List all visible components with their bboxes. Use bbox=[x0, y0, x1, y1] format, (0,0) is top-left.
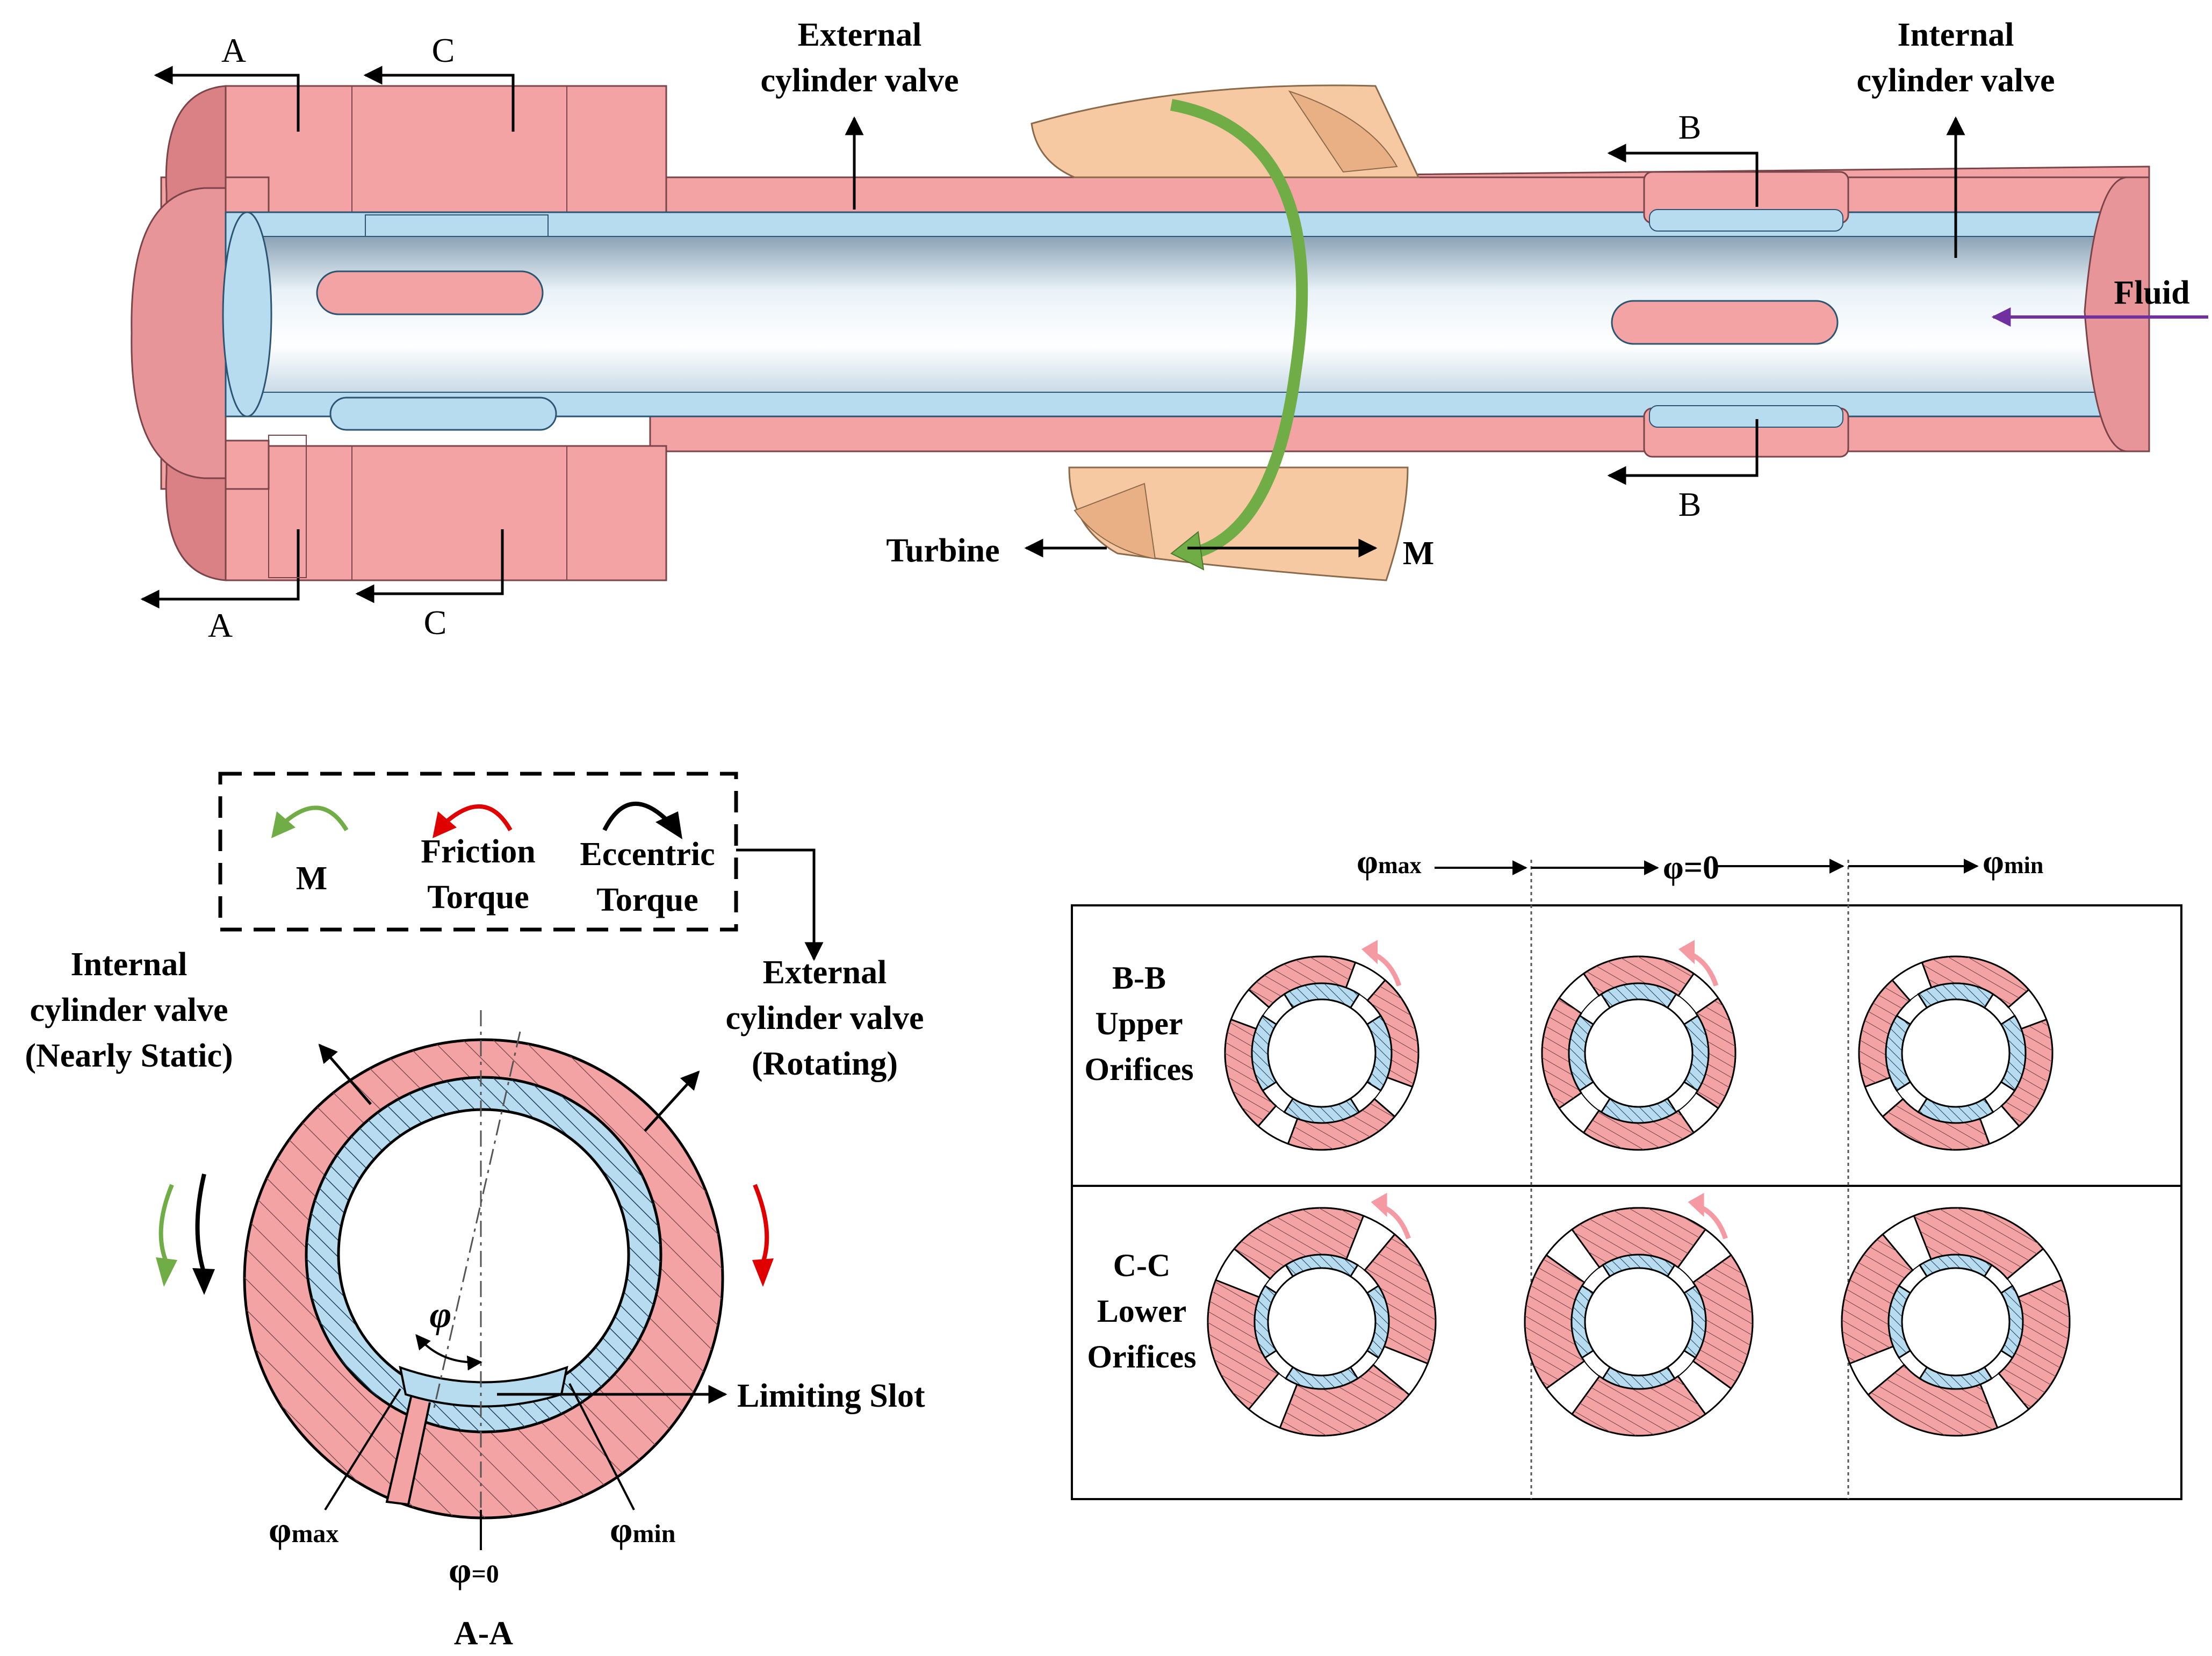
aa-internal-label-3: (Nearly Static) bbox=[25, 1038, 233, 1074]
row-bb-label-2: Upper bbox=[1095, 1006, 1183, 1041]
external-valve-label-1: External bbox=[798, 17, 922, 53]
inner-bore bbox=[337, 1108, 630, 1401]
internal-orifice-right bbox=[1611, 300, 1839, 345]
phi-max-label: φmax bbox=[269, 1509, 338, 1550]
internal-valve-bore bbox=[247, 236, 2128, 393]
external-valve-lower-wall bbox=[649, 415, 2150, 452]
orifice-rings bbox=[1207, 940, 2071, 1437]
legend-friction-arrow bbox=[433, 804, 513, 838]
row-cc-label-3: Orifices bbox=[1087, 1339, 1196, 1374]
grid-header-phi-min: φmin bbox=[1983, 843, 2043, 881]
row-bb-label-1: B-B bbox=[1112, 960, 1166, 996]
row-cc-label-1: C-C bbox=[1113, 1248, 1171, 1283]
legend-eccentric-arrow bbox=[602, 802, 682, 839]
section-a-bottom-label: A bbox=[208, 606, 233, 644]
section-markers bbox=[140, 66, 1965, 609]
legend-friction-label-1: Friction bbox=[421, 833, 536, 870]
legend-eccentric-label-1: Eccentric bbox=[580, 836, 715, 873]
turbine-label: Turbine bbox=[886, 532, 999, 569]
aa-external-label-1: External bbox=[763, 954, 887, 991]
left-end-face bbox=[131, 187, 227, 479]
turbine-lower-blade-2 bbox=[1073, 483, 1156, 560]
flange-upper bbox=[225, 85, 667, 221]
legend-friction-label-2: Torque bbox=[427, 879, 529, 916]
section-b-bottom-label: B bbox=[1678, 485, 1702, 523]
turbine-upper-blade-2 bbox=[1288, 90, 1398, 173]
aa-internal-label-1: Internal bbox=[71, 946, 188, 983]
legend-moment-label: M bbox=[296, 860, 328, 897]
grid-header-phi-max: φmax bbox=[1357, 843, 1422, 881]
internal-orifice-left-upper bbox=[316, 270, 544, 315]
section-b-top-label: B bbox=[1678, 108, 1702, 146]
phi-zero-label: φ=0 bbox=[449, 1550, 499, 1590]
aa-internal-label-2: cylinder valve bbox=[30, 992, 228, 1028]
external-valve-label-2: cylinder valve bbox=[760, 62, 959, 99]
orifice-grid bbox=[1071, 859, 2182, 1500]
limiting-slot-label: Limiting Slot bbox=[737, 1378, 925, 1414]
row-bb-label-3: Orifices bbox=[1084, 1052, 1193, 1087]
fluid-label: Fluid bbox=[2114, 275, 2189, 311]
valve-assembly bbox=[131, 84, 2150, 581]
internal-valve-left-rim bbox=[222, 211, 272, 417]
right-end-cap bbox=[2084, 176, 2150, 452]
legend-moment-arrow bbox=[271, 805, 349, 838]
moment-label: M bbox=[1403, 535, 1435, 572]
section-aa bbox=[156, 1010, 774, 1550]
phi-min-label: φmin bbox=[610, 1509, 675, 1550]
section-a-top-label: A bbox=[221, 31, 246, 69]
external-valve-upper-wall bbox=[649, 176, 2150, 213]
turbine-rotation-arrow bbox=[1170, 99, 1308, 559]
section-c-top-label: C bbox=[432, 31, 455, 69]
aa-phi-label: φ bbox=[430, 1294, 452, 1336]
aa-caption: A-A bbox=[454, 1615, 513, 1652]
legend-eccentric-label-2: Torque bbox=[596, 882, 698, 918]
row-cc-label-2: Lower bbox=[1097, 1293, 1187, 1329]
flange-lower bbox=[225, 445, 667, 581]
internal-valve-label-1: Internal bbox=[1898, 17, 2014, 53]
aa-external-label-3: (Rotating) bbox=[752, 1046, 898, 1082]
internal-valve-label-2: cylinder valve bbox=[1856, 62, 2055, 99]
internal-orifice-left-lower bbox=[329, 397, 557, 431]
grid-header-phi-zero: φ=0 bbox=[1663, 849, 1719, 886]
aa-external-label-2: cylinder valve bbox=[725, 1000, 924, 1036]
section-c-bottom-label: C bbox=[424, 603, 447, 642]
